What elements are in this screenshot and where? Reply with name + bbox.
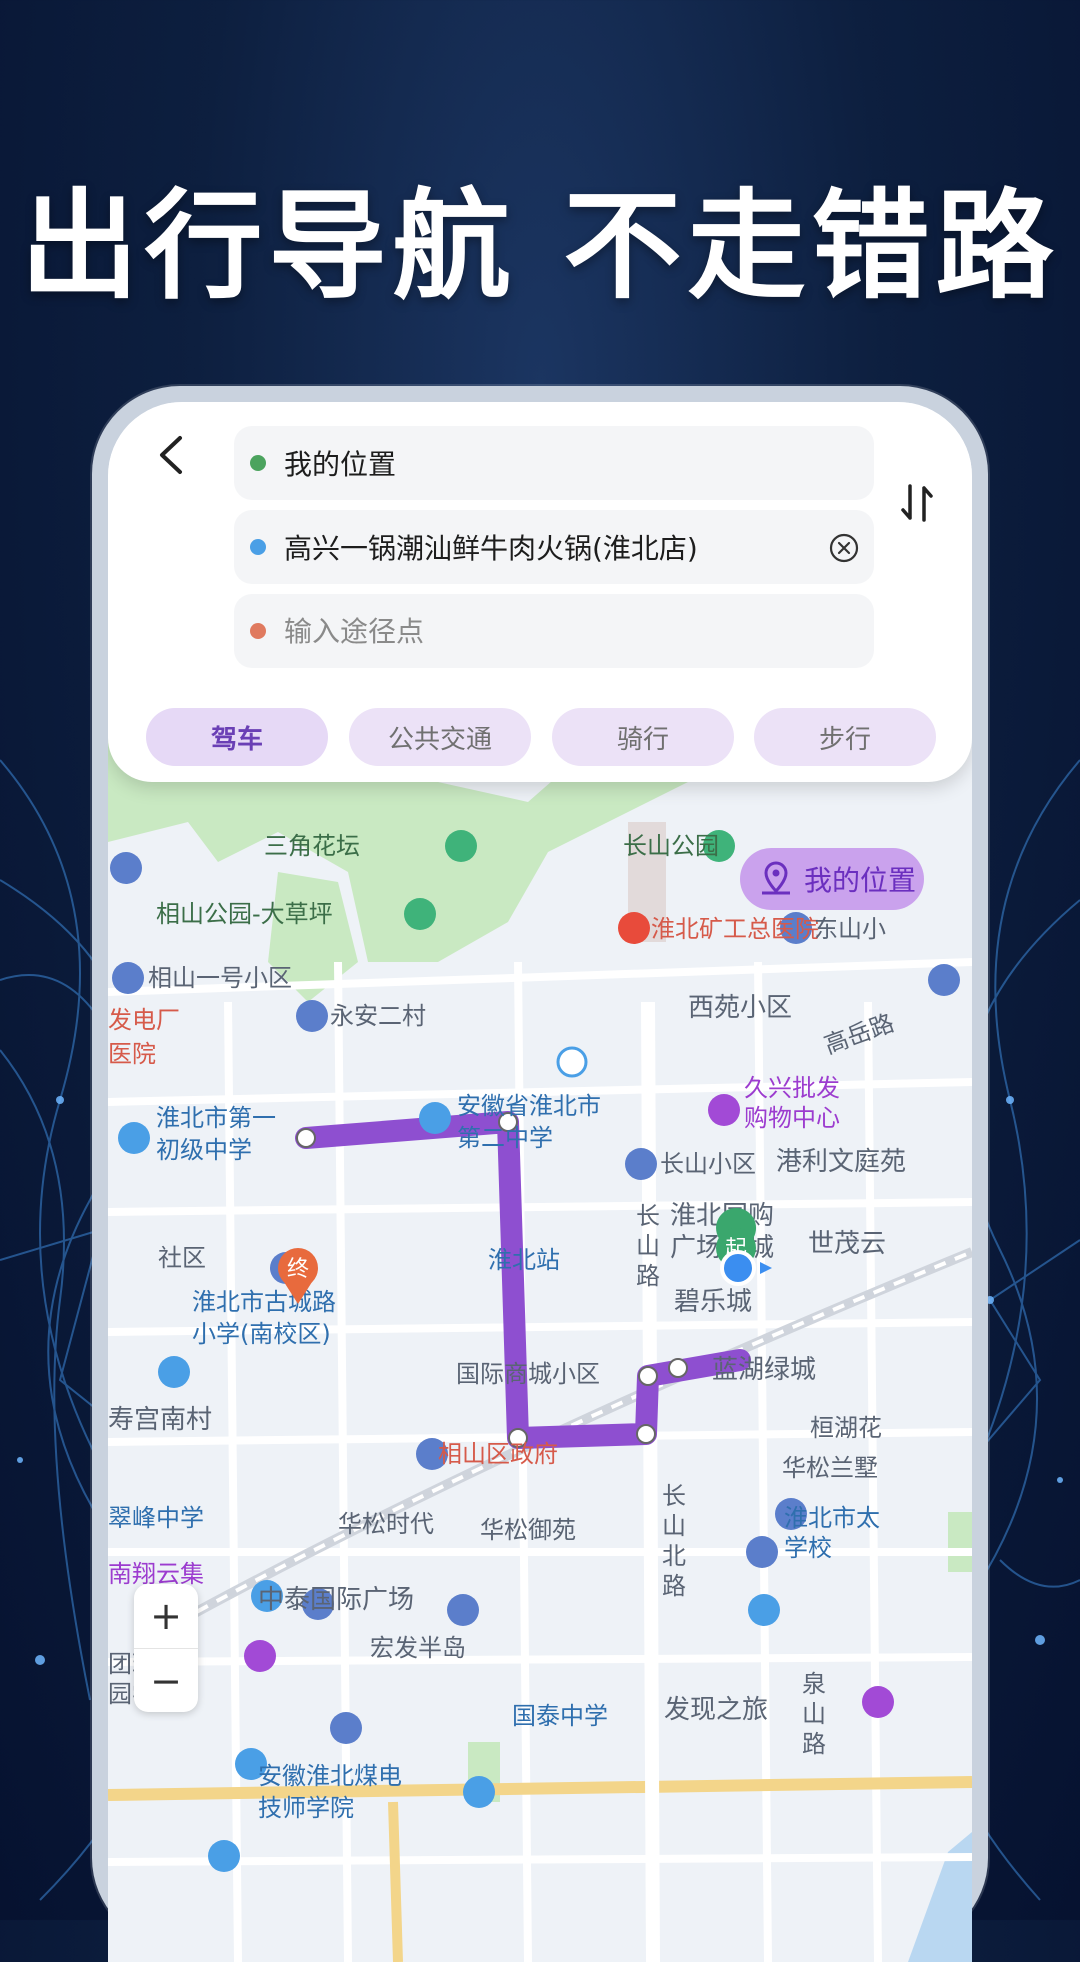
map-label: 相山公园-大草坪: [156, 900, 333, 928]
travel-mode-tabs: 驾车 公共交通 骑行 步行: [146, 708, 936, 766]
map-label: 国泰中学: [512, 1702, 608, 1730]
map-label: 发电厂: [108, 1006, 180, 1034]
map-label: 长山公园: [623, 832, 719, 860]
map-label: 长: [636, 1202, 660, 1230]
road-main: [108, 1776, 972, 1801]
road-main: [388, 1801, 403, 1962]
zoom-out-button[interactable]: −: [134, 1648, 198, 1713]
origin-dot: [250, 455, 266, 471]
map-label: 路: [662, 1572, 686, 1600]
map-label: 第二中学: [457, 1124, 553, 1152]
map-label: 北: [662, 1542, 686, 1570]
map-label: 山: [802, 1700, 826, 1728]
tab-driving[interactable]: 驾车: [146, 708, 328, 766]
map-label: 桓湖花: [810, 1414, 882, 1442]
destination-dot: [250, 539, 266, 555]
map-label: 久兴批发: [744, 1074, 840, 1102]
map-label: 初级中学: [156, 1136, 252, 1164]
svg-text:终: 终: [287, 1257, 309, 1282]
swap-icon[interactable]: [892, 478, 942, 528]
map-label: 南翔云集: [108, 1560, 204, 1588]
back-arrow-icon[interactable]: [148, 430, 198, 480]
map-label: 购物中心: [744, 1104, 840, 1132]
map-label: 港利文庭苑: [776, 1147, 906, 1177]
my-location-button[interactable]: 我的位置: [740, 848, 924, 910]
park-area: [108, 732, 698, 962]
route-line: [295, 1111, 751, 1449]
map-label: 碧乐城: [674, 1287, 752, 1317]
clear-icon[interactable]: [828, 532, 860, 564]
map-label: 宏发半岛: [370, 1634, 466, 1662]
map-label: 山: [636, 1232, 660, 1260]
waypoint-input[interactable]: [284, 614, 804, 648]
map-label: 中泰国际广场: [258, 1585, 414, 1615]
map-label: 长山小区: [660, 1150, 756, 1178]
map-label: 技师学院: [258, 1794, 354, 1822]
map-label: 国际商城小区: [456, 1360, 600, 1388]
map-label: 华松兰墅: [782, 1454, 878, 1482]
map-label: 长: [662, 1482, 686, 1510]
end-marker[interactable]: 终: [278, 1248, 318, 1304]
map-label: 路: [802, 1730, 826, 1758]
tab-public-transit[interactable]: 公共交通: [349, 708, 531, 766]
waypoint-dot: [250, 623, 266, 639]
map-label: 淮北矿工总医院: [651, 915, 819, 943]
map-label: 寿宫南村: [108, 1405, 212, 1435]
map-label: 淮北市古城路: [192, 1288, 336, 1316]
map-label: 学校: [784, 1534, 832, 1562]
phone-frame: 三角花坛 长山公园 相山公园-大草坪 淮北矿工总医院 东山小 相山一号小区 发电…: [92, 386, 988, 1962]
map-label: 蓝湖绿城: [712, 1355, 816, 1385]
map-label: 医院: [108, 1040, 156, 1068]
waypoint-field[interactable]: [234, 594, 874, 668]
origin-text: 我的位置: [284, 448, 397, 481]
headline: 出行导航 不走错路: [20, 177, 1060, 315]
road-main: [641, 1001, 660, 1962]
map-label: 小学(南校区): [192, 1320, 331, 1348]
map-label: 淮北市太: [784, 1504, 880, 1532]
map-label: 华松御苑: [480, 1516, 576, 1544]
map-label: 相山区政府: [438, 1440, 558, 1468]
map-label: 华松时代: [338, 1510, 434, 1538]
current-location-marker: [720, 1250, 772, 1286]
map-label: 泉: [802, 1670, 826, 1698]
map-label: 翠峰中学: [108, 1504, 204, 1532]
phone-screen: 三角花坛 长山公园 相山公园-大草坪 淮北矿工总医院 东山小 相山一号小区 发电…: [108, 402, 972, 1962]
location-pin-icon: [762, 861, 790, 895]
route-search-panel: 我的位置 高兴一锅潮汕鲜牛肉火锅(淮北店) 驾车 公共交通: [108, 402, 972, 782]
map-label: 相山一号小区: [148, 964, 292, 992]
tab-cycling[interactable]: 骑行: [552, 708, 734, 766]
zoom-in-button[interactable]: +: [150, 1594, 182, 1638]
map-label: 淮北市第一: [156, 1104, 276, 1132]
origin-field[interactable]: 我的位置: [234, 426, 874, 500]
destination-text: 高兴一锅潮汕鲜牛肉火锅(淮北店): [284, 532, 698, 565]
my-location-label: 我的位置: [804, 864, 917, 897]
map-label: 三角花坛: [264, 832, 360, 860]
map-label: 淮北站: [488, 1246, 560, 1274]
map-label: 西苑小区: [688, 993, 792, 1023]
map-label: 世茂云: [808, 1229, 886, 1259]
destination-field[interactable]: 高兴一锅潮汕鲜牛肉火锅(淮北店): [234, 510, 874, 584]
poi-icons: [110, 830, 960, 1872]
map-label: 路: [636, 1262, 660, 1290]
map-label: 安徽淮北煤电: [258, 1762, 402, 1790]
map-label: 山: [662, 1512, 686, 1540]
map-label: 东山小: [814, 915, 886, 943]
tab-walking[interactable]: 步行: [754, 708, 936, 766]
map-label: 安徽省淮北市: [457, 1092, 601, 1120]
map-label: 永安二村: [330, 1002, 426, 1030]
green-block: [948, 1512, 972, 1572]
map-label: 社区: [158, 1244, 206, 1272]
map-label: 发现之旅: [664, 1695, 768, 1725]
zoom-control: + −: [134, 1584, 198, 1712]
